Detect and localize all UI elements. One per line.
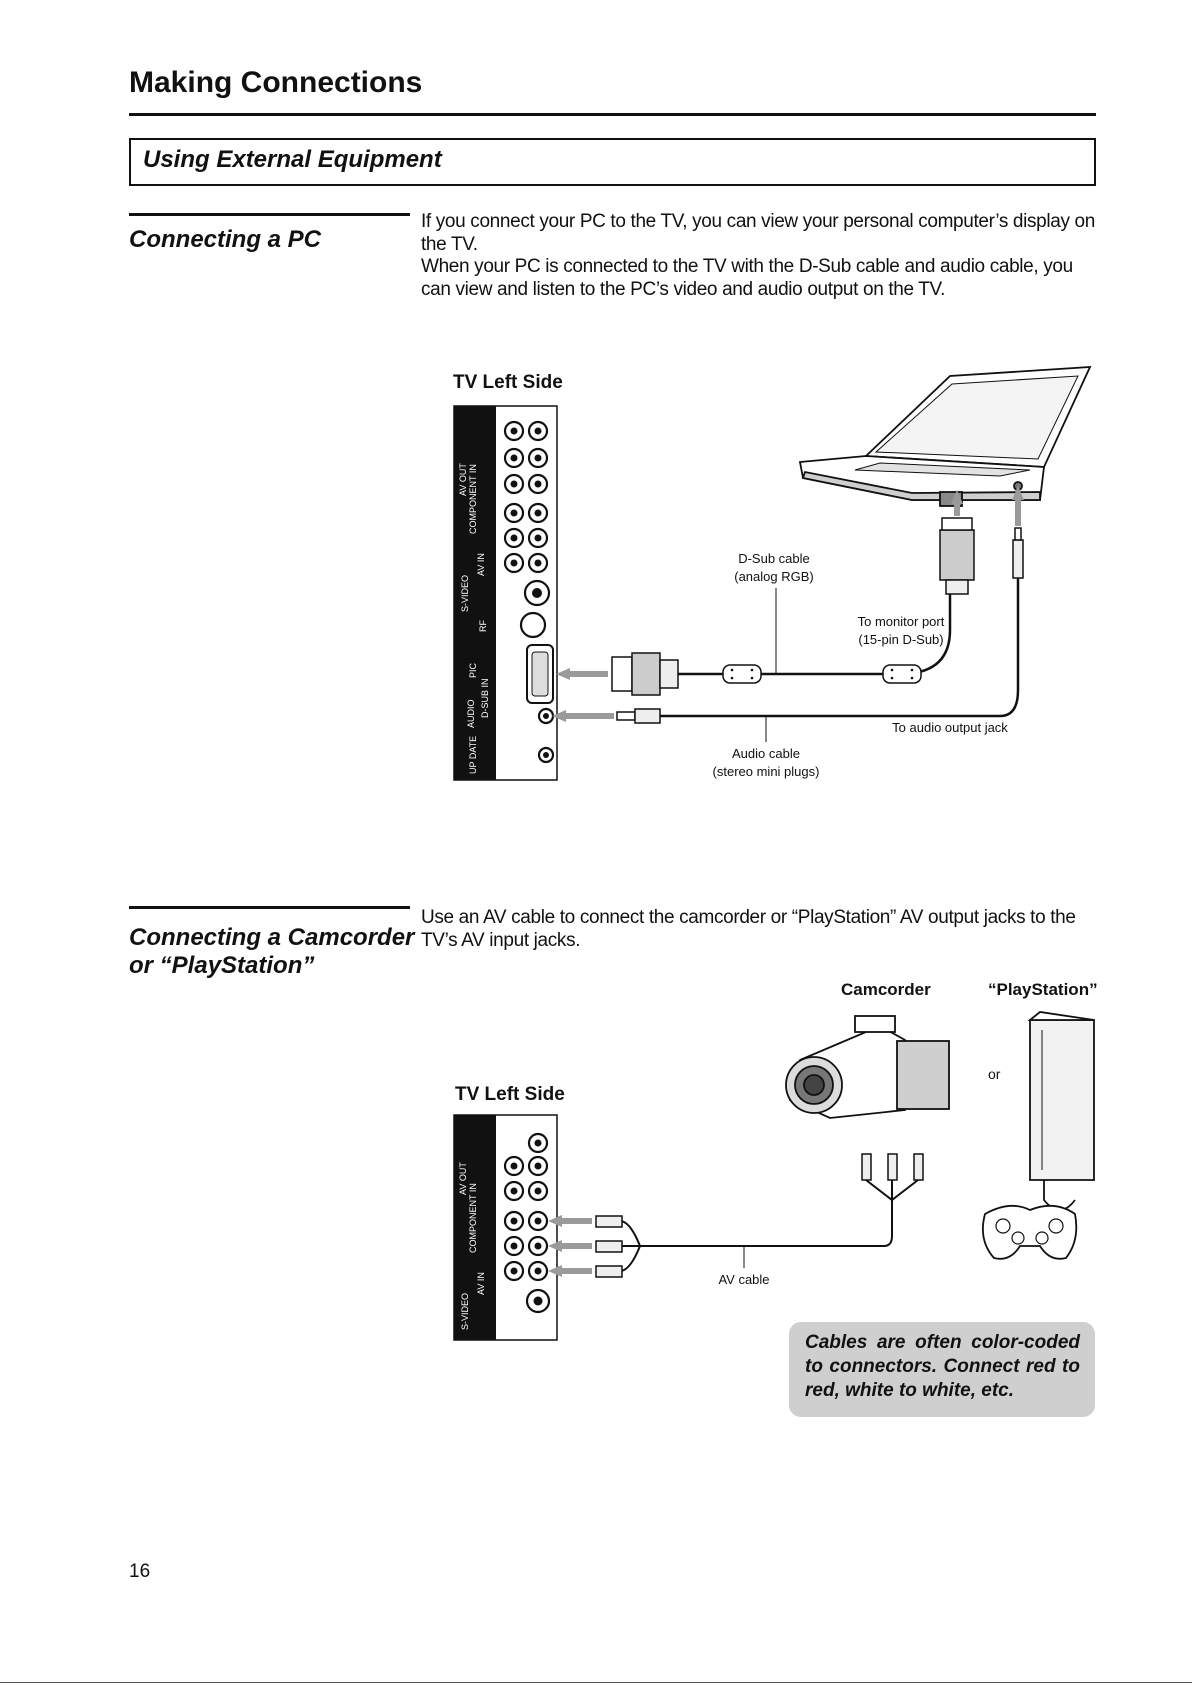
cam-tv-panel bbox=[453, 1114, 558, 1341]
audio-cable-label: Audio cable (stereo mini plugs) bbox=[706, 745, 826, 781]
pc-paragraph-1: If you connect your PC to the TV, you ca… bbox=[421, 211, 1095, 255]
audio-plug-laptop bbox=[1012, 527, 1024, 579]
av-cable-label: AV cable bbox=[718, 1272, 770, 1287]
pc-section-heading: Connecting a PC bbox=[129, 226, 322, 253]
laptop-illustration bbox=[798, 366, 1092, 507]
pc-tv-panel bbox=[453, 405, 558, 781]
audio-cable bbox=[660, 578, 1020, 718]
pc-connection-arrows bbox=[552, 486, 1024, 722]
camcorder-label: Camcorder bbox=[841, 980, 931, 999]
section-title: Using External Equipment bbox=[143, 146, 442, 173]
av-cable bbox=[619, 1179, 919, 1272]
cam-panel-label-s-video: S-VIDEO bbox=[460, 1292, 470, 1330]
cam-panel-label-component-in: COMPONENT IN bbox=[468, 1183, 478, 1253]
bottom-edge-line bbox=[0, 1682, 1192, 1683]
pc-paragraph-2: When your PC is connected to the TV with… bbox=[421, 256, 1073, 300]
cam-tv-left-side-label: TV Left Side bbox=[455, 1084, 565, 1105]
pc-panel-labels: AV OUT COMPONENT IN AV IN S-VIDEO RF D-S… bbox=[454, 406, 496, 780]
camcorder-illustration bbox=[785, 1015, 950, 1119]
pc-panel-label-pic: PIC bbox=[468, 662, 478, 678]
pc-panel-label-av-in: AV IN bbox=[476, 553, 486, 576]
av-plugs-tv bbox=[595, 1215, 623, 1278]
cam-panel-labels: AV OUT COMPONENT IN AV IN S-VIDEO bbox=[454, 1115, 496, 1340]
pc-panel-label-rf: RF bbox=[478, 620, 488, 632]
pc-panel-label-av-out: AV OUT bbox=[458, 463, 468, 496]
monitor-port-label-line-1: To monitor port bbox=[857, 614, 945, 629]
monitor-port-label-line-2: (15-pin D-Sub) bbox=[858, 632, 944, 647]
audio-output-label: To audio output jack bbox=[892, 720, 1008, 735]
camcorder-heading-line-2: or “PlayStation” bbox=[129, 952, 315, 979]
color-code-tip-box: Cables are often color-coded to connecto… bbox=[789, 1322, 1095, 1417]
dsub-cable-label-line-1: D-Sub cable bbox=[738, 551, 810, 566]
pc-panel-label-s-video: S-VIDEO bbox=[460, 574, 470, 612]
section-header-box: Using External Equipment bbox=[129, 138, 1096, 186]
dsub-cable bbox=[678, 592, 952, 676]
dsub-plug-tv bbox=[611, 652, 679, 696]
or-label: or bbox=[988, 1066, 1001, 1082]
camcorder-heading-line-1: Connecting a Camcorder bbox=[129, 924, 415, 951]
dsub-cable-label-line-2: (analog RGB) bbox=[734, 569, 814, 584]
pc-panel-label-update: UP DATE bbox=[468, 735, 478, 774]
page-number: 16 bbox=[129, 1561, 151, 1582]
pc-section-text: If you connect your PC to the TV, you ca… bbox=[421, 211, 1096, 301]
pc-tv-left-side-label: TV Left Side bbox=[453, 372, 563, 393]
page-title: Making Connections bbox=[129, 66, 423, 99]
playstation-label: “PlayStation” bbox=[988, 980, 1098, 999]
dsub-cable-label: D-Sub cable (analog RGB) bbox=[724, 550, 824, 586]
playstation-illustration bbox=[982, 1011, 1095, 1260]
camcorder-heading-divider bbox=[129, 906, 410, 909]
monitor-port-label: To monitor port (15-pin D-Sub) bbox=[846, 613, 956, 649]
cam-panel-label-av-out: AV OUT bbox=[458, 1162, 468, 1195]
audio-cable-label-line-2: (stereo mini plugs) bbox=[712, 764, 820, 779]
color-code-tip-text: Cables are often color-coded to connecto… bbox=[805, 1332, 1080, 1401]
cam-panel-label-av-in: AV IN bbox=[476, 1272, 486, 1295]
camcorder-paragraph: Use an AV cable to connect the camcorder… bbox=[421, 907, 1076, 951]
pc-panel-label-audio: AUDIO bbox=[466, 699, 476, 728]
audio-cable-label-line-1: Audio cable bbox=[732, 746, 800, 761]
av-connection-arrows bbox=[548, 1215, 592, 1277]
title-divider bbox=[129, 113, 1096, 116]
pc-panel-label-dsub-in: D-SUB IN bbox=[480, 678, 490, 718]
av-plugs-device bbox=[861, 1153, 924, 1181]
camcorder-section-text: Use an AV cable to connect the camcorder… bbox=[421, 907, 1096, 952]
pc-heading-divider bbox=[129, 213, 410, 216]
audio-plug-tv bbox=[616, 708, 661, 724]
pc-panel-label-component-in: COMPONENT IN bbox=[468, 464, 478, 534]
dsub-plug-laptop bbox=[939, 517, 975, 595]
camcorder-section-heading: Connecting a Camcorder or “PlayStation” bbox=[129, 924, 414, 980]
